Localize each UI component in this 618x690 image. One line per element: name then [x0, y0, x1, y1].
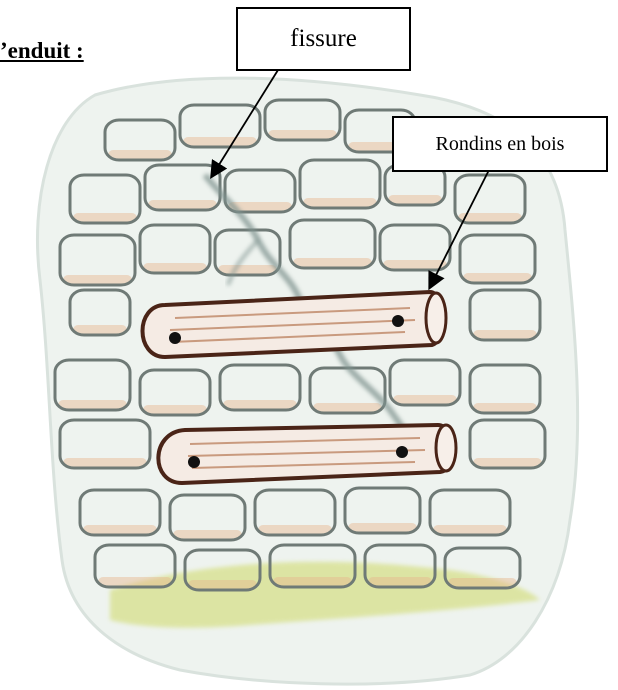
logs-callout: Rondins en bois [392, 116, 608, 172]
nail-point [188, 456, 200, 468]
fissure-callout: fissure [236, 7, 411, 71]
nail-point [169, 332, 181, 344]
nail-point [392, 315, 404, 327]
log-lower [158, 425, 456, 483]
nail-point [396, 446, 408, 458]
